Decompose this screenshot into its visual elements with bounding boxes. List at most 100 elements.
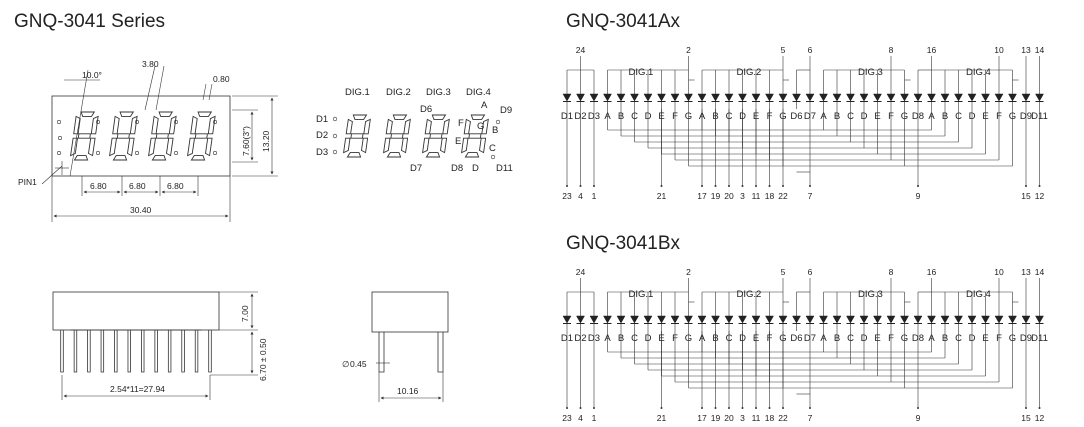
top-pin-label: 16 <box>927 45 937 55</box>
diode-icon <box>589 315 599 324</box>
pin-dot <box>917 185 919 187</box>
pin-dot <box>593 407 595 409</box>
segment-g <box>429 133 443 139</box>
pin-dot <box>755 407 757 409</box>
segment-a <box>352 114 368 120</box>
side-lead <box>154 330 158 373</box>
bottom-pin-label: 18 <box>765 191 775 201</box>
seg-label-c: C <box>489 143 496 154</box>
diode-icon <box>805 93 815 102</box>
pin1-leader <box>41 165 63 185</box>
segment-c <box>127 137 135 157</box>
pin-dot <box>728 185 730 187</box>
diode-icon <box>778 315 788 324</box>
segment-g <box>194 133 208 139</box>
end-lead-left <box>378 332 385 373</box>
diode-icon <box>913 93 923 102</box>
seg-label-d6: D6 <box>420 104 432 115</box>
bottom-pin-label: 23 <box>562 413 572 423</box>
segment-g <box>77 133 91 139</box>
top-pin-label: 8 <box>889 45 894 55</box>
dp-label-d2: D2 <box>316 130 328 141</box>
diode-label: A <box>928 111 935 122</box>
diode-icon <box>751 315 761 324</box>
segment-d <box>464 152 480 158</box>
bottom-pin-label: 17 <box>697 191 707 201</box>
segment-f <box>73 115 81 135</box>
top-pin-label: 5 <box>781 45 786 55</box>
top-pin-label: 5 <box>781 267 786 277</box>
front-digits <box>56 111 218 161</box>
diode-icon <box>846 93 855 102</box>
pin-dot <box>1025 185 1027 187</box>
pin-dot <box>741 185 744 187</box>
seg-label-e: E <box>455 136 461 147</box>
segment-a <box>197 111 213 117</box>
top-pin-label: 10 <box>994 45 1004 55</box>
bottom-pin-label: 3 <box>740 191 745 201</box>
diode-icon <box>751 93 761 102</box>
pin-dot <box>714 407 717 409</box>
top-pin-label: 16 <box>927 267 937 277</box>
schematic-digit-label: DIG.2 <box>737 289 762 300</box>
side-body-height-label: 7.00 <box>240 305 250 322</box>
side-lead <box>181 330 185 373</box>
pin-dot <box>579 407 582 409</box>
side-lead <box>60 330 64 373</box>
diode-icon <box>954 93 963 102</box>
segment-b <box>168 115 177 135</box>
pin-dot <box>809 185 811 187</box>
seg-width-leader <box>202 83 207 101</box>
diode-icon <box>967 93 977 102</box>
diode-icon <box>1035 93 1044 102</box>
segment-label-drawing: DIG.1 DIG.2 DIG.3 DIG.4 D1 D2 D3 D6 A D9… <box>316 87 513 174</box>
seg-dig-4-label: DIG.4 <box>466 87 491 98</box>
segment-f <box>190 115 198 135</box>
diode-icon <box>967 315 977 324</box>
diode-icon <box>954 315 963 324</box>
label-digit-4 <box>461 114 489 158</box>
segment-b <box>403 118 411 135</box>
diode-icon <box>738 93 747 102</box>
diode-icon <box>981 315 990 324</box>
total-width-label: 30.40 <box>130 205 152 215</box>
front-dp-dot <box>96 120 101 125</box>
bottom-pin-label: 12 <box>1035 413 1045 423</box>
bottom-pin-label: 7 <box>808 413 813 423</box>
segment-f <box>463 118 471 135</box>
segment-c <box>440 137 448 154</box>
segment-a <box>431 114 447 120</box>
pin-dot <box>782 407 784 409</box>
seg-label-d9: D9 <box>500 105 512 116</box>
segment-c <box>205 137 213 157</box>
diode-icon <box>576 93 585 102</box>
pin-dot <box>1025 407 1027 409</box>
diode-icon <box>616 93 626 102</box>
pin-dot <box>917 407 919 409</box>
segment-g <box>390 133 404 139</box>
diode-icon <box>873 315 882 324</box>
diode-icon <box>873 93 882 102</box>
segment-g <box>116 133 130 139</box>
diode-icon <box>1021 93 1031 102</box>
seg-label-a: A <box>481 100 488 111</box>
angle-label: 10.0° <box>82 70 102 80</box>
diode-label: A <box>820 111 827 122</box>
segment-c <box>166 137 174 157</box>
pin-dot <box>566 407 568 409</box>
side-lead <box>141 330 145 373</box>
pin-dot <box>1038 407 1041 409</box>
diode-icon <box>886 315 896 324</box>
diode-icon <box>994 315 1004 324</box>
front-dp-dot <box>174 120 179 125</box>
schematic-ax-title: GNQ-3041Ax <box>566 11 681 32</box>
segment-d <box>386 152 402 158</box>
top-pin-label: 6 <box>808 45 813 55</box>
diode-icon <box>657 93 666 102</box>
front-dp-dot <box>213 120 218 125</box>
bottom-pin-label: 1 <box>592 191 597 201</box>
segment-c <box>88 137 96 157</box>
schematic-digit-label: DIG.3 <box>858 289 883 300</box>
seg-label-f: F <box>458 118 464 129</box>
segment-f <box>345 118 353 135</box>
